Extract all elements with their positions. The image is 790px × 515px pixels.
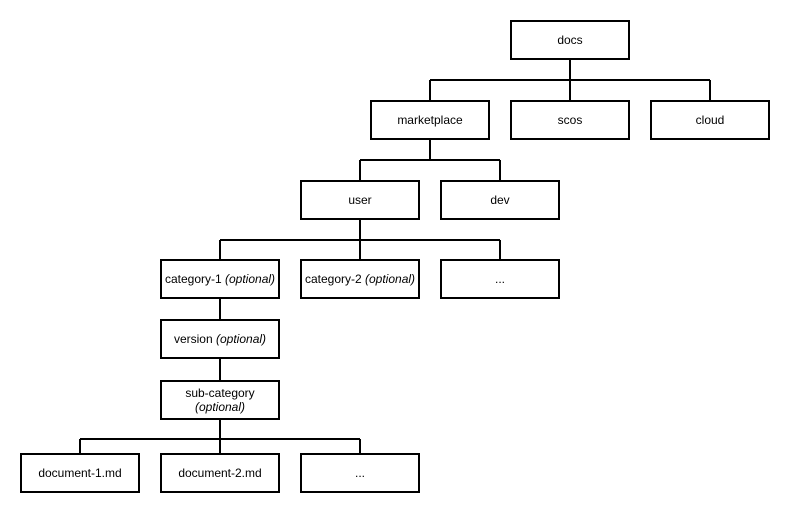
- node-cloud: cloud: [650, 100, 770, 140]
- node-document-2: document-2.md: [160, 453, 280, 493]
- node-ellipsis-documents-label: ...: [354, 466, 365, 480]
- node-docs: docs: [510, 20, 630, 60]
- edge-marketplace-children: [359, 140, 501, 180]
- node-document-2-label: document-2.md: [178, 466, 262, 480]
- node-category-1-label: category-1 (optional): [164, 272, 276, 286]
- node-scos-label: scos: [557, 113, 583, 127]
- edge-user-children: [219, 220, 501, 259]
- node-document-1: document-1.md: [20, 453, 140, 493]
- node-dev-label: dev: [490, 193, 510, 207]
- node-user-label: user: [348, 193, 372, 207]
- node-category-2: category-2 (optional): [300, 259, 420, 299]
- node-category-1: category-1 (optional): [160, 259, 280, 299]
- node-marketplace-label: marketplace: [397, 113, 463, 127]
- node-ellipsis-categories-label: ...: [494, 272, 505, 286]
- node-marketplace: marketplace: [370, 100, 490, 140]
- node-ellipsis-documents: ...: [300, 453, 420, 493]
- edge-subcategory-children: [79, 420, 361, 453]
- node-version-label: version (optional): [173, 332, 267, 346]
- node-scos: scos: [510, 100, 630, 140]
- node-version: version (optional): [160, 319, 280, 359]
- node-sub-category-label: sub-category(optional): [185, 386, 255, 414]
- node-ellipsis-categories: ...: [440, 259, 560, 299]
- node-category-2-label: category-2 (optional): [304, 272, 416, 286]
- node-user: user: [300, 180, 420, 220]
- node-dev: dev: [440, 180, 560, 220]
- node-document-1-label: document-1.md: [38, 466, 122, 480]
- edge-docs-children: [429, 60, 711, 100]
- node-cloud-label: cloud: [695, 113, 725, 127]
- node-sub-category: sub-category(optional): [160, 380, 280, 420]
- node-docs-label: docs: [557, 33, 583, 47]
